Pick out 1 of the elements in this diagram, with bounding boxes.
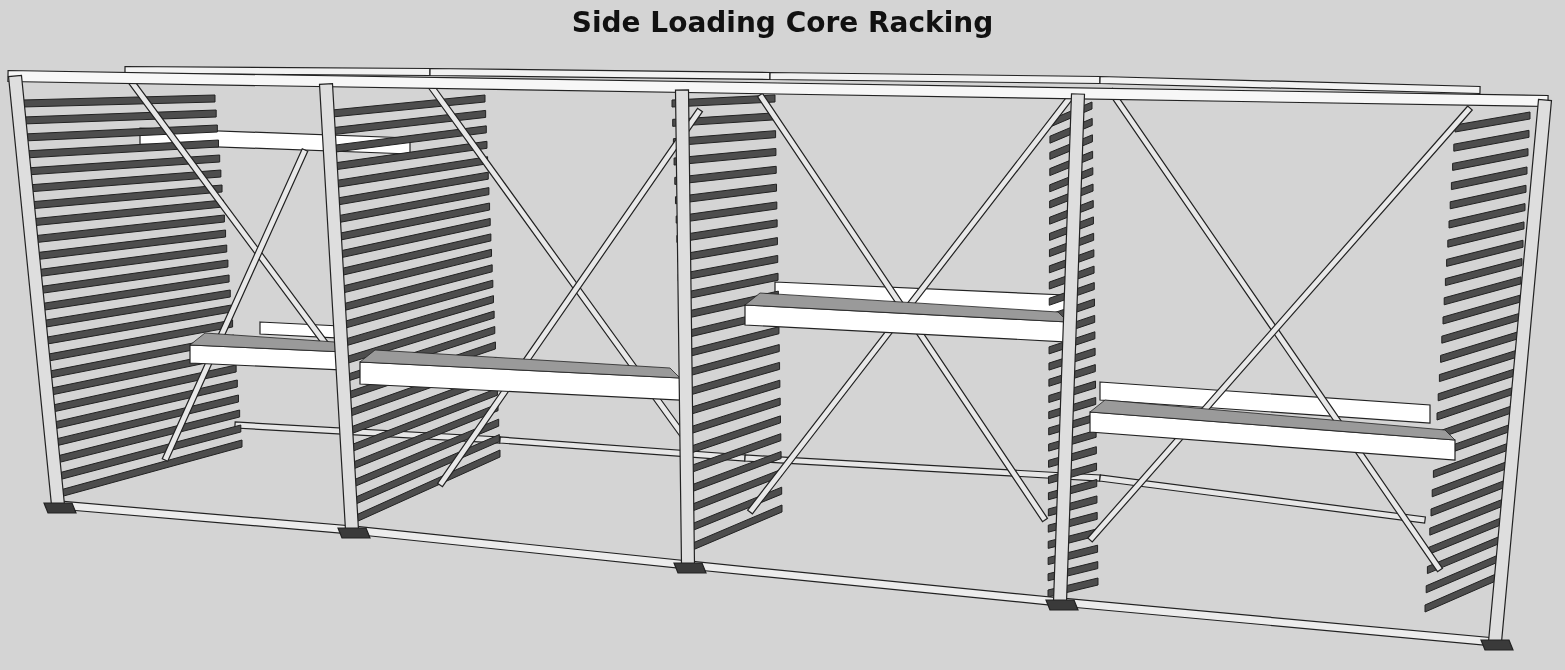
title: Side Loading Core Racking (571, 6, 994, 39)
